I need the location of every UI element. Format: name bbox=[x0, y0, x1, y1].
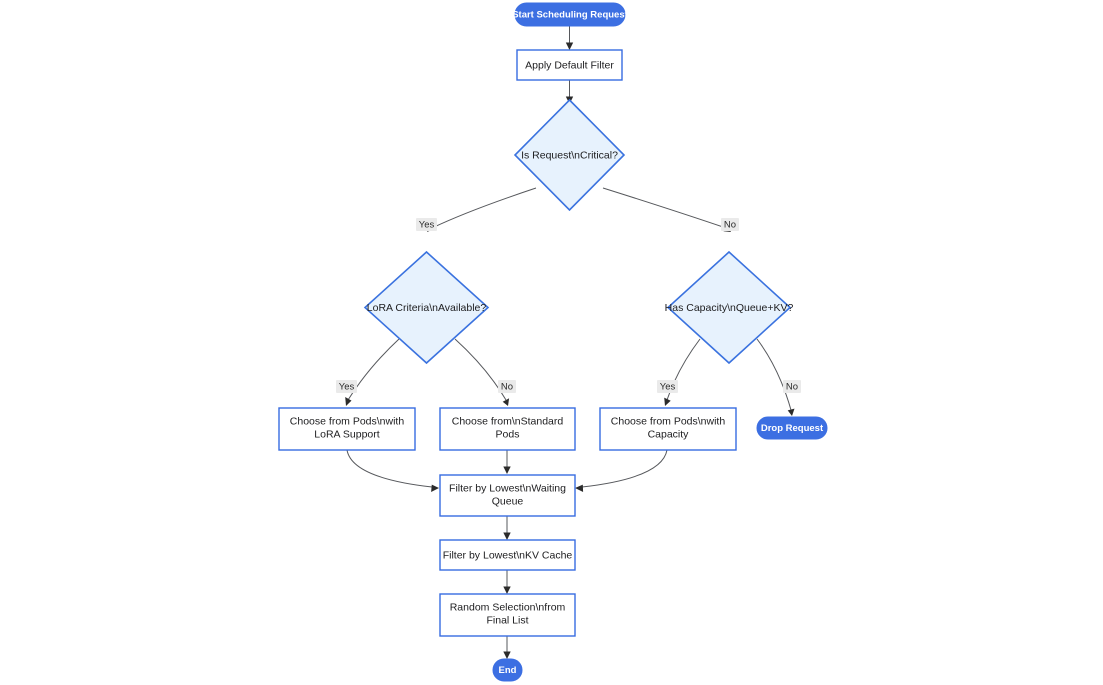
edge-label-lora-no-text: No bbox=[501, 382, 513, 393]
node-lora-criteria-available-label: LoRA Criteria\nAvailable? bbox=[367, 302, 487, 314]
edge-capacity-no bbox=[756, 338, 795, 416]
edge-label-capacity-yes-text: Yes bbox=[660, 382, 676, 393]
node-is-request-critical-label: Is Request\nCritical? bbox=[521, 149, 618, 161]
edge-is-critical-no bbox=[602, 187, 731, 232]
edge-choose-capacity-to-filter-queue bbox=[575, 449, 668, 492]
node-choose-lora-pods-label-line2: LoRA Support bbox=[314, 428, 379, 440]
node-choose-capacity-pods[interactable]: Choose from Pods\nwith Capacity bbox=[599, 407, 737, 451]
edge-label-critical-yes-text: Yes bbox=[419, 220, 435, 231]
edge-random-selection-to-end bbox=[503, 636, 511, 659]
node-end[interactable]: End bbox=[492, 658, 523, 682]
edge-label-critical-no: No bbox=[721, 218, 739, 231]
edge-choose-standard-to-filter-queue bbox=[503, 450, 511, 474]
node-has-capacity-label: Has Capacity\nQueue+KV? bbox=[665, 302, 794, 314]
node-apply-default-filter-label: Apply Default Filter bbox=[525, 59, 614, 71]
edge-label-critical-yes: Yes bbox=[416, 218, 437, 231]
node-start-label: Start Scheduling Request bbox=[512, 10, 628, 21]
node-end-label: End bbox=[499, 665, 517, 676]
node-start[interactable]: Start Scheduling Request bbox=[512, 2, 629, 27]
edge-label-capacity-yes: Yes bbox=[657, 380, 678, 393]
node-random-selection[interactable]: Random Selection\nfrom Final List bbox=[439, 593, 576, 637]
edge-choose-lora-to-filter-queue bbox=[346, 449, 439, 492]
node-choose-standard-pods[interactable]: Choose from\nStandard Pods bbox=[439, 407, 576, 451]
node-random-selection-label-line2: Final List bbox=[486, 614, 528, 626]
node-choose-standard-pods-shape[interactable] bbox=[439, 407, 576, 451]
node-choose-capacity-pods-label-line1: Choose from Pods\nwith bbox=[611, 415, 726, 427]
node-lora-criteria-available[interactable]: LoRA Criteria\nAvailable? bbox=[363, 250, 490, 365]
node-apply-default-filter-shape[interactable] bbox=[516, 49, 623, 81]
node-choose-lora-pods-shape[interactable] bbox=[278, 407, 416, 451]
node-end-shape[interactable] bbox=[492, 658, 523, 682]
edge-filter-queue-to-filter-kv bbox=[503, 516, 511, 540]
edge-label-lora-yes-text: Yes bbox=[339, 382, 355, 393]
edge-labels-layer: Yes No Yes No Yes No bbox=[336, 218, 801, 393]
node-choose-standard-pods-label-line1: Choose from\nStandard bbox=[452, 415, 564, 427]
node-filter-waiting-queue-shape[interactable] bbox=[439, 474, 576, 517]
node-apply-default-filter[interactable]: Apply Default Filter bbox=[516, 49, 623, 81]
node-filter-waiting-queue-label-line2: Queue bbox=[492, 495, 524, 507]
edge-lora-yes bbox=[345, 338, 400, 406]
edge-lora-no bbox=[454, 338, 510, 406]
edge-label-lora-yes: Yes bbox=[336, 380, 357, 393]
edge-is-critical-yes bbox=[427, 187, 537, 232]
node-choose-capacity-pods-shape[interactable] bbox=[599, 407, 737, 451]
node-has-capacity[interactable]: Has Capacity\nQueue+KV? bbox=[665, 250, 794, 365]
edge-start-to-apply-filter bbox=[565, 26, 574, 50]
edge-label-capacity-no: No bbox=[783, 380, 801, 393]
nodes-layer: Start Scheduling Request Apply Default F… bbox=[278, 2, 828, 682]
node-filter-waiting-queue-label-line1: Filter by Lowest\nWaiting bbox=[449, 482, 566, 494]
edge-capacity-yes bbox=[664, 338, 701, 406]
node-lora-criteria-available-shape[interactable] bbox=[363, 250, 490, 365]
edge-filter-kv-to-random-selection bbox=[503, 570, 511, 594]
node-choose-standard-pods-label-line2: Pods bbox=[496, 428, 520, 440]
node-start-shape[interactable] bbox=[514, 2, 626, 27]
edge-label-capacity-no-text: No bbox=[786, 382, 798, 393]
node-random-selection-shape[interactable] bbox=[439, 593, 576, 637]
node-drop-request-shape[interactable] bbox=[756, 416, 828, 440]
node-choose-capacity-pods-label-line2: Capacity bbox=[648, 428, 690, 440]
node-drop-request[interactable]: Drop Request bbox=[756, 416, 828, 440]
node-choose-lora-pods-label-line1: Choose from Pods\nwith bbox=[290, 415, 405, 427]
node-has-capacity-shape[interactable] bbox=[666, 250, 792, 365]
node-choose-lora-pods[interactable]: Choose from Pods\nwith LoRA Support bbox=[278, 407, 416, 451]
node-random-selection-label-line1: Random Selection\nfrom bbox=[450, 601, 566, 613]
node-filter-kv-cache-label: Filter by Lowest\nKV Cache bbox=[443, 549, 573, 561]
edge-label-critical-no-text: No bbox=[724, 220, 736, 231]
node-is-request-critical[interactable]: Is Request\nCritical? bbox=[513, 98, 626, 212]
node-filter-kv-cache-shape[interactable] bbox=[439, 539, 576, 571]
node-filter-kv-cache[interactable]: Filter by Lowest\nKV Cache bbox=[439, 539, 576, 571]
node-filter-waiting-queue[interactable]: Filter by Lowest\nWaiting Queue bbox=[439, 474, 576, 517]
edge-label-lora-no: No bbox=[498, 380, 516, 393]
node-is-request-critical-shape[interactable] bbox=[513, 98, 626, 212]
node-drop-request-label: Drop Request bbox=[761, 423, 824, 434]
